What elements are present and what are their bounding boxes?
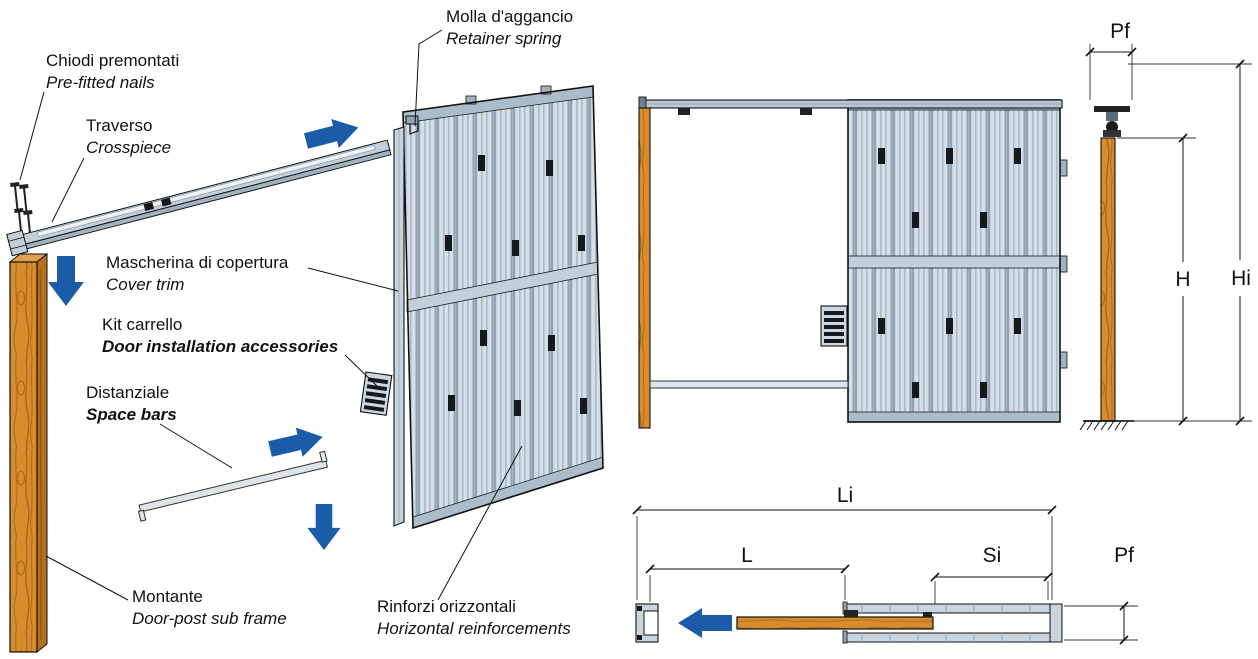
label-chiodi: Chiodi premontati Pre-fitted nails	[19, 51, 179, 181]
label-montante: Montante Door-post sub frame	[45, 555, 287, 628]
retainer-spring	[405, 115, 419, 135]
dim-l-label: L	[741, 544, 753, 567]
label-rinforzi-en: Horizontal reinforcements	[377, 619, 571, 638]
label-distanziale-en: Space bars	[86, 405, 177, 424]
installed-space-bar	[649, 380, 849, 389]
space-bar	[137, 450, 328, 522]
right-arrow-icon	[268, 427, 323, 457]
label-mascherina-it: Mascherina di copertura	[106, 253, 289, 272]
dim-li: Li	[632, 484, 1057, 600]
label-traverso-en: Crosspiece	[86, 138, 171, 157]
label-molla-it: Molla d'aggancio	[446, 7, 573, 26]
label-traverso: Traverso Crosspiece	[51, 116, 171, 223]
label-montante-it: Montante	[132, 587, 203, 606]
label-traverso-it: Traverso	[86, 116, 152, 135]
label-kit-en: Door installation accessories	[102, 337, 338, 356]
dim-pf-plan: Pf	[1064, 544, 1138, 645]
dim-h: H	[1117, 133, 1252, 426]
plan-view: Li L Si Pf	[632, 484, 1138, 645]
assembled-pocket-frame	[847, 99, 1068, 423]
down-arrow-icon	[307, 504, 341, 550]
dim-pf-top-label: Pf	[1110, 20, 1130, 43]
label-kit-it: Kit carrello	[102, 315, 182, 334]
pocket-plan	[842, 601, 1063, 644]
pre-fitted-nails	[10, 182, 33, 234]
assembled-door-post	[638, 107, 651, 429]
dim-si: Si	[930, 544, 1053, 610]
label-molla: Molla d'aggancio Retainer spring	[414, 7, 573, 127]
dim-l: L	[645, 544, 850, 602]
label-rinforzi-it: Rinforzi orizzontali	[377, 597, 516, 616]
label-montante-en: Door-post sub frame	[132, 609, 287, 628]
ground-hatch	[1079, 420, 1134, 431]
label-kit: Kit carrello Door installation accessori…	[102, 315, 378, 387]
label-distanziale-it: Distanziale	[86, 383, 169, 402]
jamb-profile	[635, 603, 659, 643]
cover-trim	[393, 126, 405, 527]
frame-clips	[878, 148, 1021, 398]
callout-labels: Chiodi premontati Pre-fitted nails Trave…	[19, 7, 573, 638]
label-mascherina-en: Cover trim	[106, 275, 184, 294]
right-arrow-icon	[303, 118, 359, 149]
door-hanger	[923, 612, 932, 617]
dim-hi-label: Hi	[1231, 267, 1251, 290]
frame-clips	[445, 155, 587, 416]
down-arrow-icon	[48, 256, 84, 306]
top-track	[638, 96, 1063, 115]
label-chiodi-it: Chiodi premontati	[46, 51, 179, 70]
label-mascherina: Mascherina di copertura Cover trim	[106, 253, 399, 294]
door-installation-kit	[359, 371, 393, 416]
label-chiodi-en: Pre-fitted nails	[46, 73, 155, 92]
door-hanger	[678, 108, 690, 115]
dim-h-label: H	[1175, 268, 1190, 291]
dim-si-label: Si	[983, 544, 1002, 567]
crosspiece-rail	[6, 139, 392, 257]
track-carriage-section-icon	[1094, 106, 1130, 137]
door-installation-kit	[820, 305, 848, 347]
dim-hi: Hi	[1128, 59, 1252, 426]
height-section-view: Pf H	[1079, 20, 1252, 431]
label-distanziale: Distanziale Space bars	[86, 383, 233, 469]
left-arrow-icon	[678, 608, 732, 638]
label-rinforzi: Rinforzi orizzontali Horizontal reinforc…	[377, 445, 571, 638]
door-hanger	[800, 108, 812, 115]
assembled-front-view	[638, 96, 1068, 429]
dim-pf-top: Pf	[1085, 20, 1137, 100]
door-hanger	[844, 610, 858, 617]
dim-li-label: Li	[837, 484, 853, 507]
dim-pf-plan-label: Pf	[1114, 544, 1134, 567]
post-section	[1100, 137, 1116, 422]
pocket-frame-panel	[402, 85, 604, 530]
label-molla-en: Retainer spring	[446, 29, 562, 48]
exploded-view	[6, 85, 604, 654]
door-post-sub-frame	[8, 252, 49, 654]
door-slab-plan	[736, 610, 934, 630]
